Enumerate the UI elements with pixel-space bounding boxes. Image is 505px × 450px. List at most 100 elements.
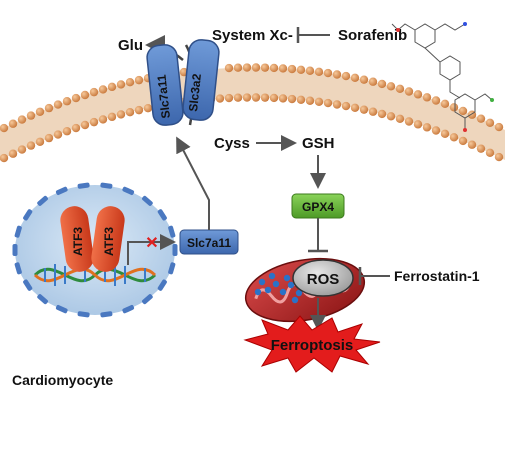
slc7a11-membrane-label: Slc7a11 bbox=[154, 74, 173, 120]
phospholipid-head bbox=[107, 112, 117, 122]
phospholipid-head bbox=[422, 123, 432, 132]
block-x-icon: ✕ bbox=[145, 235, 158, 252]
phospholipid-head bbox=[413, 120, 423, 129]
expression-to-membrane-arrow bbox=[176, 136, 210, 230]
phospholipid-head bbox=[368, 107, 378, 116]
phospholipid-head bbox=[251, 63, 261, 72]
nuclear-pore-segment bbox=[122, 186, 135, 195]
nuclear-pore-segment bbox=[14, 262, 22, 275]
phospholipid-head bbox=[350, 103, 360, 112]
phospholipid-head bbox=[269, 93, 279, 103]
phospholipid-head bbox=[386, 82, 396, 91]
phospholipid-head bbox=[98, 85, 108, 94]
phospholipid-head bbox=[107, 82, 117, 92]
nuclear-pore-segment bbox=[55, 186, 68, 195]
phospholipid-head bbox=[251, 93, 261, 102]
phospholipid-head bbox=[71, 123, 81, 133]
phospholipid-head bbox=[350, 73, 360, 82]
slc3a2-membrane-protein bbox=[182, 39, 220, 121]
ros-dot bbox=[268, 272, 276, 280]
phospholipid-head bbox=[260, 93, 270, 102]
phospholipid-head bbox=[26, 141, 36, 150]
phospholipid-head bbox=[17, 115, 27, 124]
phospholipid-head bbox=[377, 79, 387, 89]
phospholipid-head bbox=[62, 127, 72, 136]
phospholipid-head bbox=[260, 63, 270, 72]
ros-dot bbox=[258, 278, 266, 286]
ros-bubble bbox=[292, 259, 354, 297]
phospholipid-head bbox=[44, 133, 54, 143]
dna-helix bbox=[33, 264, 157, 286]
sorafenib-label: Sorafenib bbox=[338, 27, 407, 44]
phospholipid-head bbox=[89, 117, 99, 127]
phospholipid-head bbox=[476, 144, 486, 153]
phospholipid-head bbox=[449, 103, 459, 112]
ros-dot bbox=[279, 288, 287, 296]
nuclear-pore-segment bbox=[37, 195, 48, 206]
phospholipid-head bbox=[287, 94, 297, 104]
phospholipid-head bbox=[404, 87, 414, 96]
nuclear-pore-segment bbox=[168, 262, 176, 275]
nuclear-pore-segment bbox=[142, 294, 153, 305]
phospholipid-head bbox=[134, 105, 144, 115]
phospholipid-head bbox=[0, 123, 9, 133]
nuclear-pore-segment bbox=[142, 195, 153, 206]
phospholipid-head bbox=[35, 137, 45, 146]
phospholipid-head bbox=[269, 63, 279, 73]
phospholipid-head bbox=[53, 100, 63, 109]
phospholipid-head bbox=[458, 106, 468, 116]
phospholipid-head bbox=[134, 75, 144, 85]
phospholipid-head bbox=[395, 84, 405, 94]
ros-dot bbox=[291, 296, 299, 304]
slc7a11-gene-label: Slc7a11 bbox=[187, 236, 231, 250]
phospholipid-head bbox=[242, 93, 252, 102]
phospholipid-head bbox=[494, 152, 504, 162]
phospholipid-head bbox=[341, 71, 351, 81]
atf3-right-label: ATF3 bbox=[102, 227, 116, 256]
nuclear-pore-segment bbox=[100, 182, 113, 189]
nuclear-pore-segment bbox=[14, 225, 22, 238]
atf3-protein-right bbox=[91, 206, 125, 272]
phospholipid-head bbox=[413, 90, 423, 99]
phospholipid-head bbox=[440, 129, 450, 139]
ros-dot bbox=[295, 289, 303, 297]
gpx4-label: GPX4 bbox=[302, 200, 334, 214]
phospholipid-head bbox=[395, 114, 405, 124]
phospholipid-head bbox=[377, 109, 387, 119]
ferroptosis-label: Ferroptosis bbox=[271, 337, 354, 354]
nuclear-pore-segment bbox=[23, 209, 33, 221]
nuclear-pore-segment bbox=[77, 311, 90, 318]
phospholipid-head bbox=[8, 149, 18, 158]
slc7a11-membrane-protein bbox=[146, 44, 184, 126]
phospholipid-head bbox=[143, 104, 153, 113]
phospholipid-head bbox=[17, 145, 27, 154]
phospholipid-head bbox=[71, 93, 81, 103]
phospholipid-head bbox=[341, 101, 351, 111]
atf3-protein-left bbox=[60, 206, 94, 272]
phospholipid-head bbox=[224, 63, 234, 73]
transcription-arrow bbox=[127, 234, 176, 265]
ferroptosis-burst bbox=[243, 315, 381, 373]
sorafenib-structure-icon bbox=[391, 22, 494, 132]
phospholipid-head bbox=[215, 94, 225, 103]
phospholipid-head bbox=[485, 148, 495, 157]
nuclear-pore-segment bbox=[100, 311, 113, 318]
phospholipid-head bbox=[125, 78, 135, 87]
phospholipid-head bbox=[296, 95, 306, 105]
phospholipid-head bbox=[449, 133, 459, 142]
ros-dot bbox=[272, 280, 280, 288]
nuclear-pore-segment bbox=[157, 209, 167, 221]
nuclear-pore-segment bbox=[157, 279, 167, 291]
phospholipid-head bbox=[323, 98, 333, 108]
phospholipid-head bbox=[332, 100, 342, 109]
phospholipid-head bbox=[278, 64, 288, 73]
phospholipid-head bbox=[224, 93, 234, 103]
phospholipid-head bbox=[467, 140, 477, 149]
phospholipid-head bbox=[323, 68, 333, 78]
phospholipid-head bbox=[242, 63, 252, 72]
phospholipid-head bbox=[53, 130, 63, 139]
phospholipid-head bbox=[80, 120, 90, 130]
ros-dot bbox=[287, 281, 295, 289]
